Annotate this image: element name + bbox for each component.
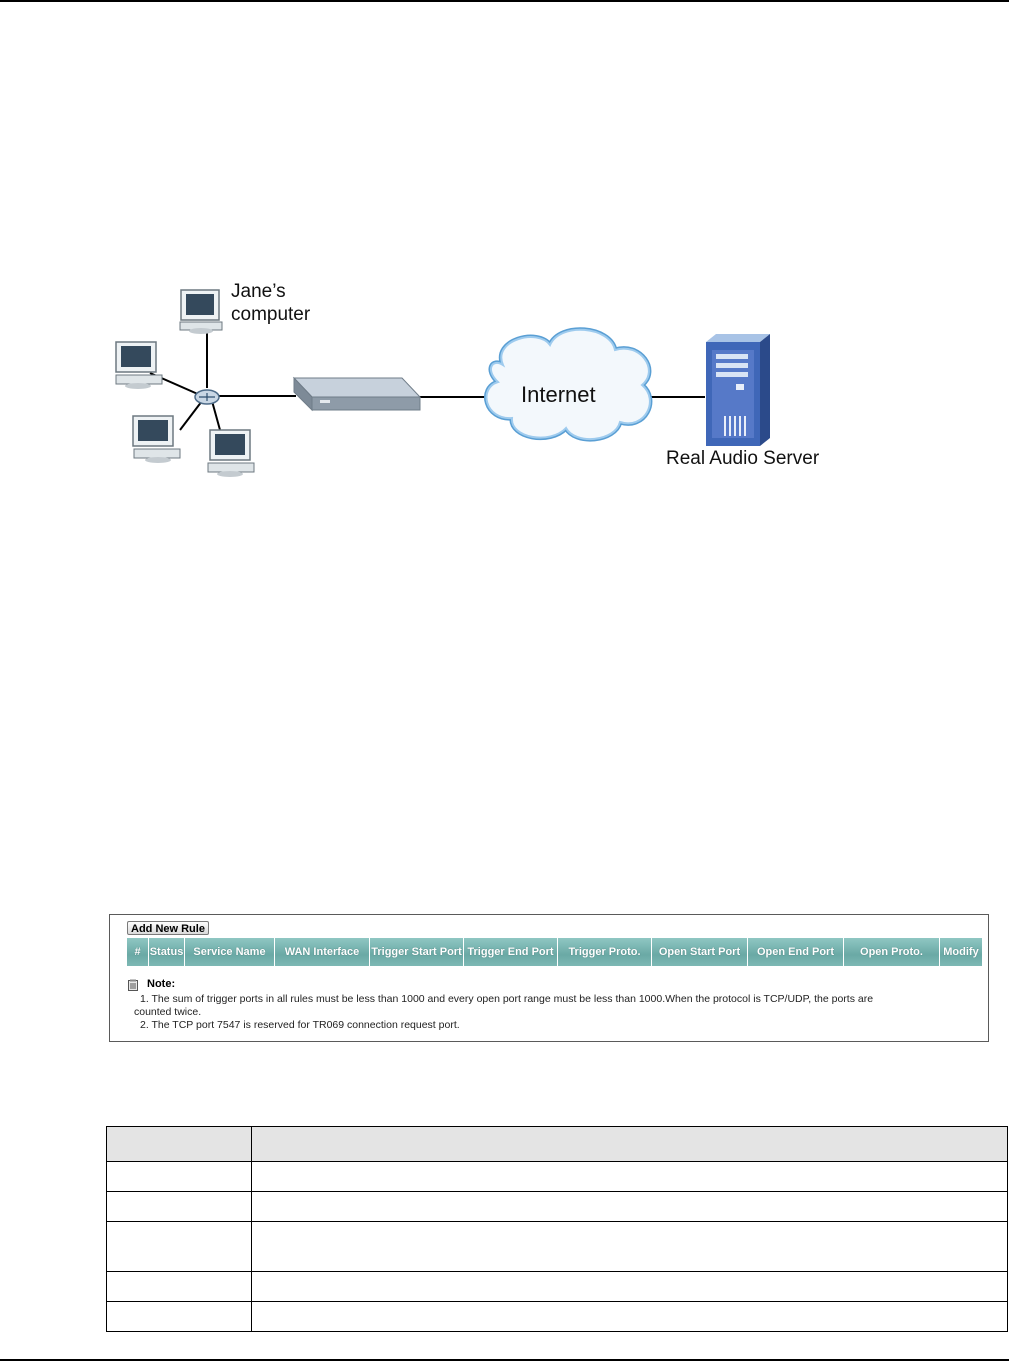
table-cell <box>106 1301 252 1332</box>
bottom-right-computer-icon <box>207 429 255 477</box>
table-cell <box>106 1161 252 1192</box>
column-trigger-start-port: Trigger Start Port <box>370 938 464 966</box>
column-status: Status <box>149 938 185 966</box>
table-header-cell <box>251 1126 1008 1162</box>
table-row <box>106 1271 1008 1302</box>
real-audio-server-label: Real Audio Server <box>666 448 820 469</box>
router-device-icon <box>292 376 422 412</box>
add-new-rule-button[interactable]: Add New Rule <box>127 921 209 935</box>
table-row <box>106 1221 1008 1272</box>
table-row <box>106 1161 1008 1192</box>
top-rule <box>0 0 1009 2</box>
internet-cloud-icon <box>484 327 653 442</box>
note-line-1: 1. The sum of trigger ports in all rules… <box>140 993 874 1005</box>
janes-computer-label: Jane’s computer <box>231 280 341 326</box>
janes-computer-icon <box>179 289 223 334</box>
left-computer-icon <box>115 341 163 389</box>
column-open-start-port: Open Start Port <box>652 938 748 966</box>
table-cell <box>251 1301 1008 1332</box>
hub-icon <box>194 389 220 405</box>
table-cell <box>106 1191 252 1222</box>
table-cell <box>106 1271 252 1302</box>
bottom-rule <box>0 1359 1009 1361</box>
note-line-1-continued: counted twice. <box>134 1006 202 1018</box>
janes-computer-label-line1: Jane’s <box>231 281 286 302</box>
column-service-name: Service Name <box>185 938 275 966</box>
table-cell <box>251 1221 1008 1272</box>
column-open-end-port: Open End Port <box>748 938 844 966</box>
network-diagram: Jane’s computer Internet Real Audio Serv… <box>100 270 860 485</box>
table-row <box>106 1301 1008 1332</box>
table-row <box>106 1191 1008 1222</box>
column-number: # <box>127 938 149 966</box>
column-trigger-end-port: Trigger End Port <box>464 938 558 966</box>
table-cell <box>106 1221 252 1272</box>
note-title: Note: <box>147 978 176 990</box>
table-header-cell <box>106 1126 252 1162</box>
trigger-port-screen: Add New Rule # Status Service Name WAN I… <box>109 914 989 1042</box>
note-line-2: 2. The TCP port 7547 is reserved for TR0… <box>140 1019 460 1031</box>
janes-computer-label-line2: computer <box>231 304 311 325</box>
column-modify: Modify <box>943 945 979 958</box>
network-diagram-graphic <box>115 289 770 477</box>
table-header-row <box>106 1126 1008 1162</box>
bottom-left-computer-icon <box>132 415 181 463</box>
column-open-proto: Open Proto. <box>844 938 940 966</box>
table-cell <box>251 1271 1008 1302</box>
column-trigger-proto: Trigger Proto. <box>558 938 652 966</box>
table-cell <box>251 1191 1008 1222</box>
note-icon <box>128 979 138 991</box>
server-icon <box>706 334 770 446</box>
internet-label: Internet <box>521 382 596 407</box>
description-table <box>106 1126 1008 1332</box>
table-cell <box>251 1161 1008 1192</box>
column-wan-interface: WAN Interface <box>275 938 370 966</box>
rules-table-header: # Status Service Name WAN Interface Trig… <box>127 938 982 966</box>
